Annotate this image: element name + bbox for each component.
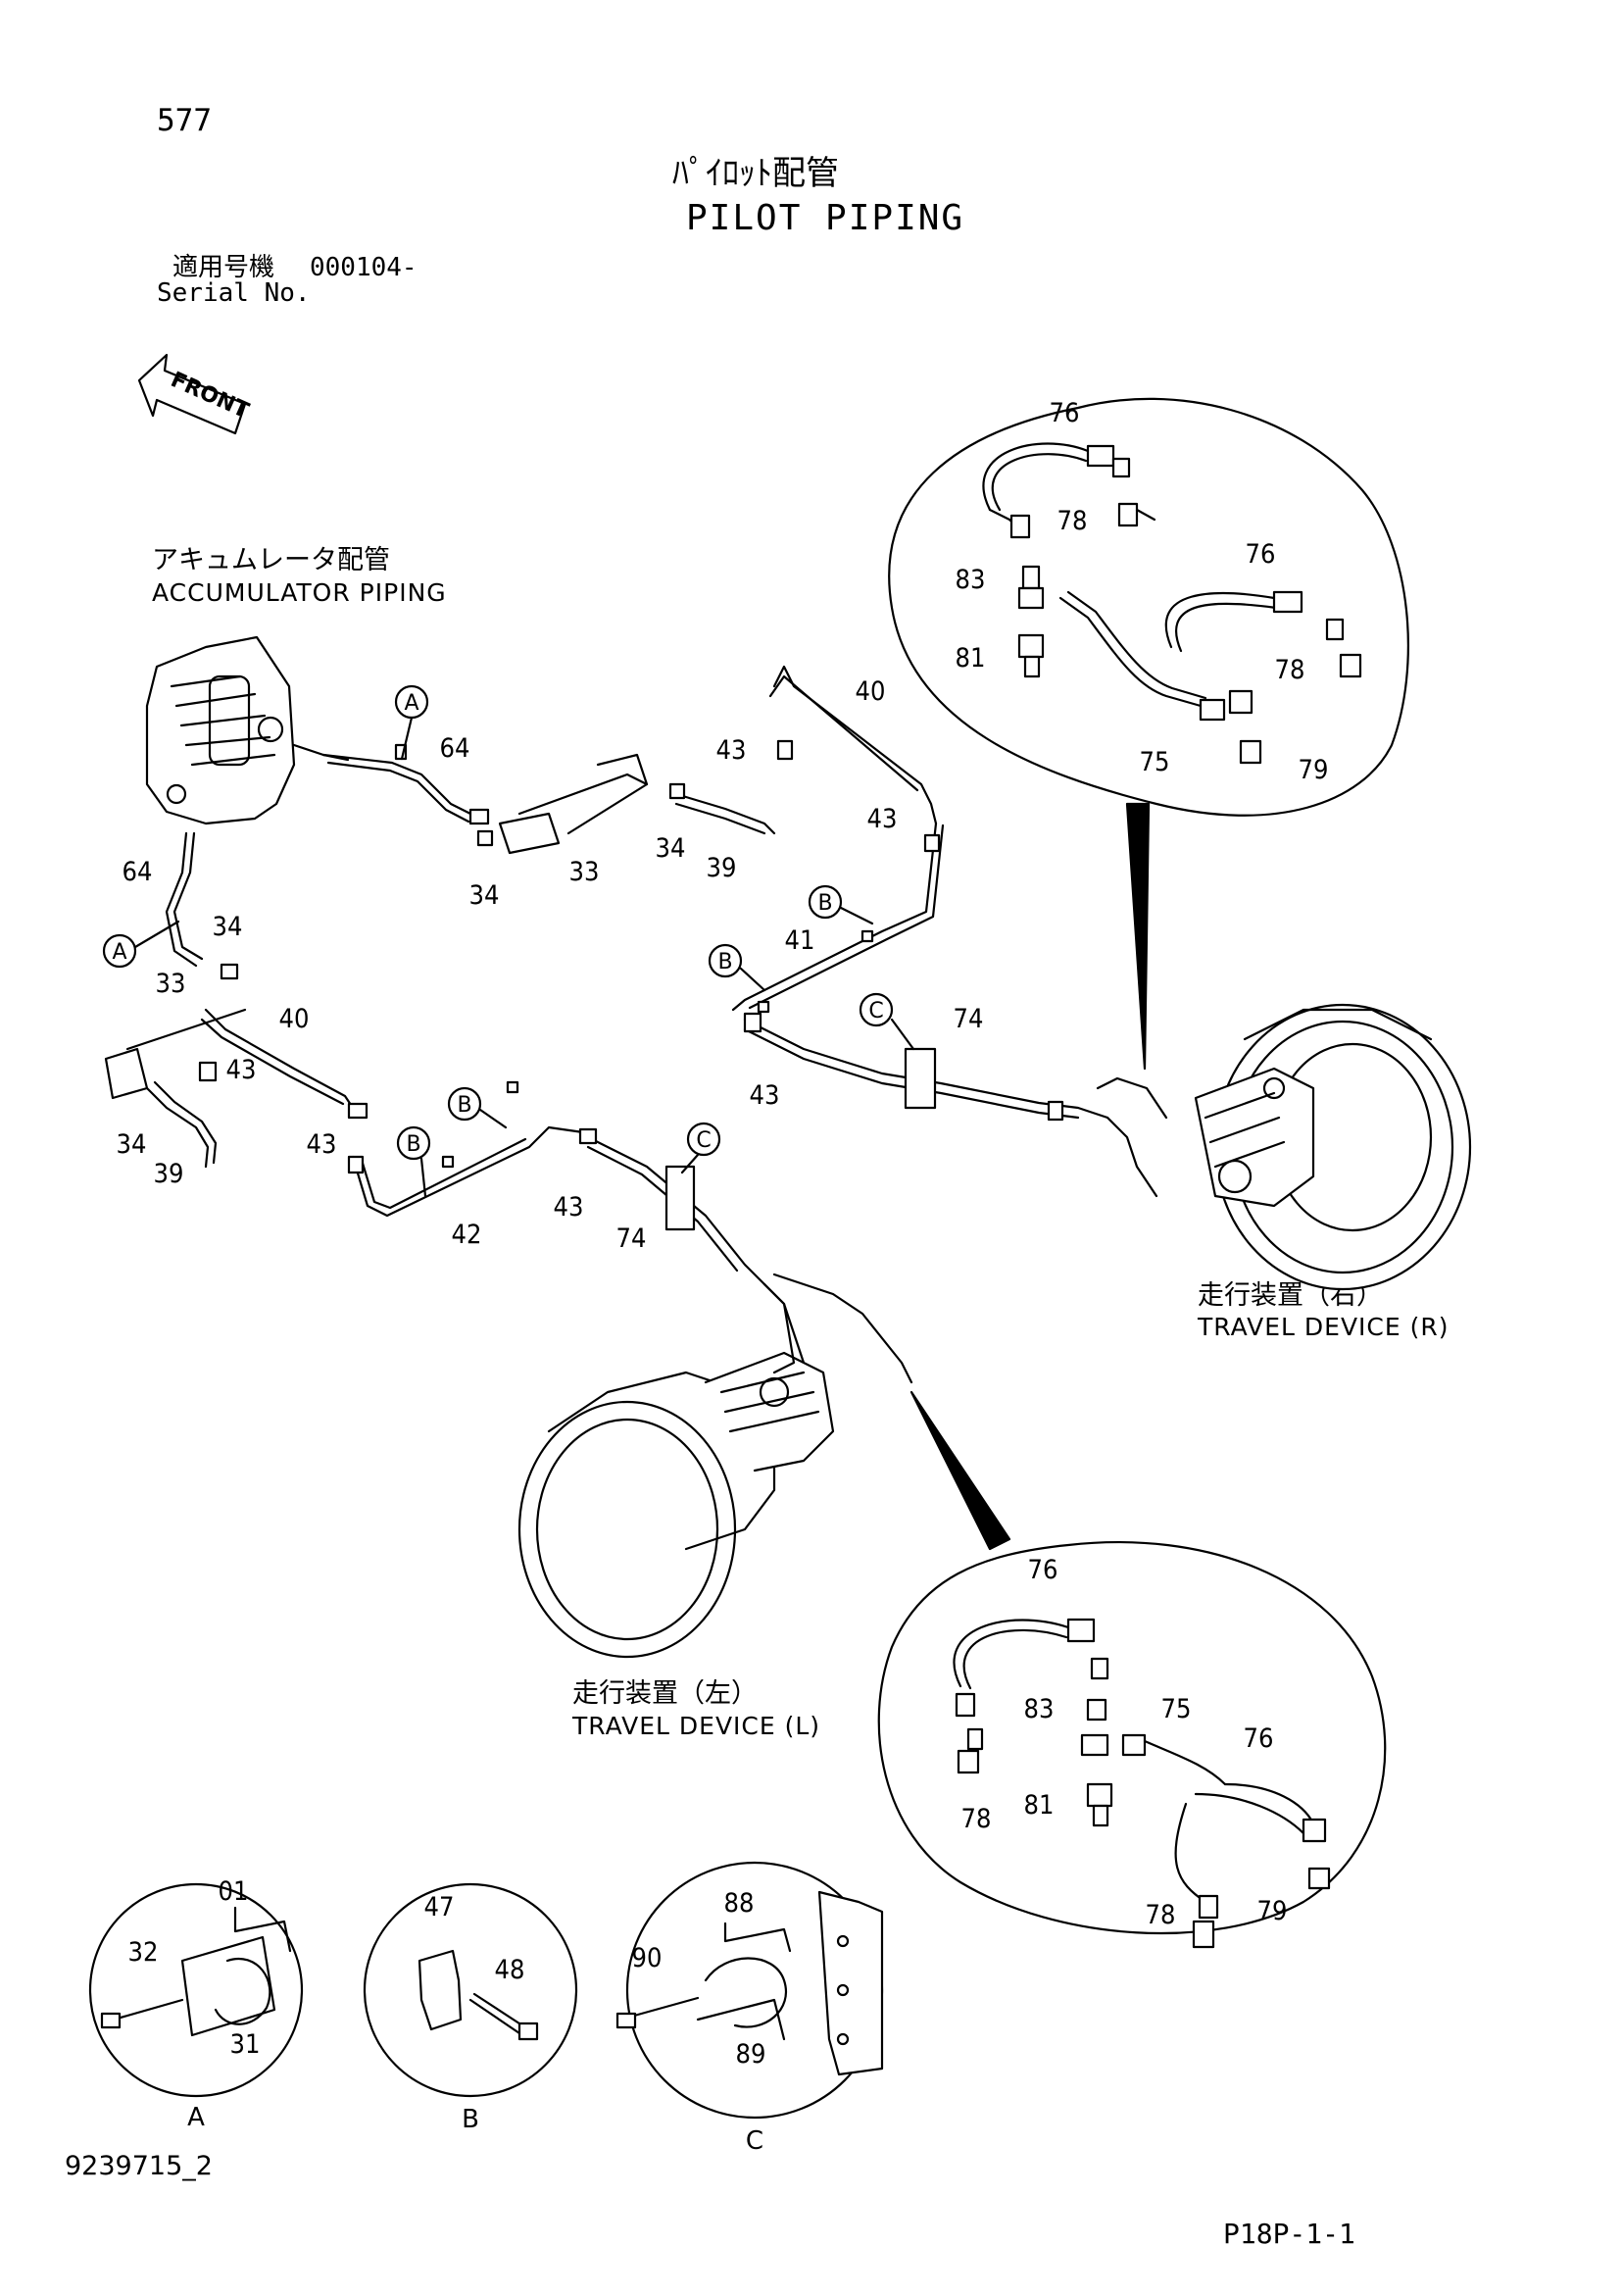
part-label: 76 [1028,1555,1058,1585]
part-label: 43 [554,1192,584,1223]
detail-view-c [615,1861,884,2120]
part-label: 78 [961,1804,992,1834]
part-label: 41 [785,925,815,956]
part-label: 75 [1161,1694,1192,1724]
marker-c-upper: C [868,999,883,1023]
fittings [198,739,1064,1174]
part-label: 42 [452,1220,482,1250]
part-label: 34 [117,1129,147,1160]
part-label: 79 [1257,1896,1288,1926]
marker-b-upper-right: B [817,891,832,916]
marker-a-upper: A [404,691,418,716]
part-label: 43 [867,804,898,834]
detail-c-caption: C [746,2126,763,2156]
travel-device-left-label: TRAVEL DEVICE (L) [572,1712,821,1740]
leader-to-left-detail [909,1390,1011,1551]
part-label: 83 [956,565,986,595]
part-label: 74 [616,1223,647,1254]
part-label: 43 [716,735,747,766]
accumulator-assembly [145,635,350,825]
serial-number-value: 000104- [310,253,418,282]
part-label: 43 [750,1080,780,1111]
part-label: 64 [123,857,153,887]
part-label: 75 [1140,747,1170,777]
part-label: 43 [307,1129,337,1160]
part-label: 43 [226,1055,257,1085]
part-label: 33 [156,969,186,999]
accumulator-piping-label: ACCUMULATOR PIPING [152,578,447,607]
travel-device-right [1194,1003,1472,1291]
serial-label-english: Serial No. [157,278,311,308]
part-label: 64 [440,733,470,764]
bracket-c-lower [664,1165,696,1231]
part-label: 83 [1024,1694,1055,1724]
reference-markers [102,684,915,1198]
part-label: 31 [230,2029,261,2060]
part-label: 40 [856,676,886,707]
part-label: 01 [219,1876,249,1907]
part-label: 34 [656,833,686,864]
title-japanese: ﾊﾟｲﾛｯﾄ配管 [672,154,839,193]
part-label: 34 [213,912,243,942]
part-label: 33 [569,857,600,887]
marker-a-left: A [112,940,126,965]
detail-right-travel-fittings [888,397,1409,817]
part-label: 48 [495,1955,525,1985]
accumulator-piping-label-jp: アキュムレータ配管 [152,545,390,575]
detail-left-travel-fittings [877,1541,1387,1949]
page-title: PILOT PIPING [686,198,965,238]
part-label: 78 [1146,1900,1176,1930]
detail-view-b [363,1882,578,2098]
marker-b-upper-left: B [717,950,732,974]
part-label: 32 [128,1937,159,1968]
part-label: 78 [1275,655,1305,685]
detail-b-caption: B [462,2105,479,2134]
part-label: 74 [954,1004,984,1034]
detail-a-caption: A [187,2103,205,2132]
page-number: 577 [157,103,212,138]
part-label: 90 [632,1943,663,1973]
part-label: 89 [736,2039,766,2070]
part-label: 76 [1244,1723,1274,1754]
marker-b-lower-right: B [457,1093,471,1118]
part-label: 81 [956,643,986,674]
part-label: 88 [724,1888,755,1919]
part-label: 79 [1299,755,1329,785]
part-label: 40 [279,1004,310,1034]
part-label: 39 [707,853,737,883]
drawing-id: 9239715_2 [65,2151,213,2181]
sheet-number: P18P-1-1 [1223,2218,1355,2250]
marker-b-lower-left: B [406,1132,420,1157]
bracket-c-upper [904,1047,937,1110]
leader-to-right-detail [1125,802,1151,1071]
serial-label-japanese: 適用号機 [172,253,275,282]
detail-view-a [88,1882,304,2098]
part-label: 39 [154,1159,184,1189]
part-label: 81 [1024,1790,1055,1821]
travel-device-left-label-jp: 走行装置（左） [572,1678,758,1709]
part-label: 76 [1246,539,1276,570]
front-arrow-icon: FRONT [137,353,252,435]
travel-device-left [517,1282,835,1659]
part-label: 47 [424,1892,455,1922]
part-label: 76 [1050,398,1080,428]
part-label: 34 [469,880,500,911]
travel-device-right-label: TRAVEL DEVICE (R) [1198,1313,1450,1341]
part-label: 78 [1057,506,1088,536]
marker-c-lower: C [696,1128,711,1153]
